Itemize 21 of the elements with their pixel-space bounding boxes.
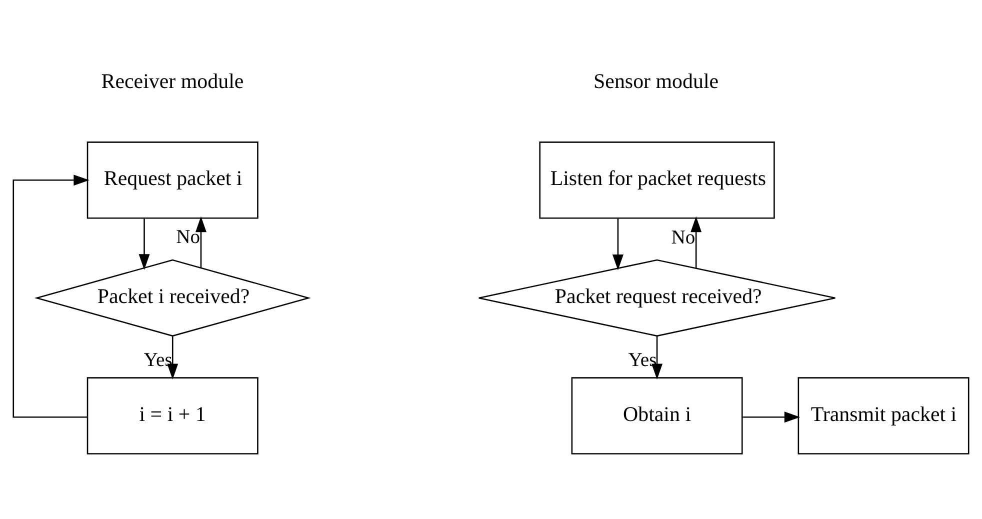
- arrow: [742, 411, 800, 422]
- arrow: [612, 218, 624, 270]
- label: Sensor module: [594, 68, 719, 93]
- node-box: Listen for packet requests: [539, 141, 775, 218]
- edge-label: No: [671, 226, 696, 248]
- edge-label: Yes: [628, 350, 657, 371]
- arrow: [167, 336, 178, 380]
- arrow: [690, 216, 702, 268]
- node-diamond: Packet i received?: [34, 258, 311, 336]
- node-diamond: Packet request received?: [478, 258, 836, 336]
- edge-label: No: [176, 226, 200, 248]
- node-box: Transmit packet i: [798, 376, 970, 454]
- label: Receiver module: [101, 68, 244, 93]
- arrow: [195, 216, 206, 268]
- arrow: [12, 174, 90, 418]
- node-box: Obtain i: [571, 376, 743, 454]
- arrow: [138, 218, 150, 270]
- edge-label: Yes: [144, 350, 172, 371]
- node-box: Request packet i: [86, 141, 258, 218]
- arrow: [652, 336, 663, 380]
- node-box: i = i + 1: [86, 376, 258, 454]
